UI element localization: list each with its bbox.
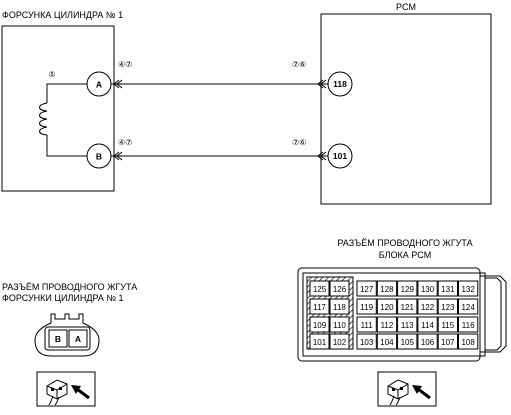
pcm-terminal-126: 126: [333, 285, 347, 294]
pcm-terminal-105: 105: [401, 338, 415, 347]
pcm-terminal-113-cell: [397, 316, 418, 333]
pcm-terminal-108-cell: [458, 333, 479, 350]
pcm-terminal-104-cell: [376, 333, 398, 350]
pcm-terminal-132-cell: [458, 280, 479, 297]
wire-top-right-refs: ⑦⑥: [292, 60, 306, 69]
pcm-terminal-128-cell: [376, 280, 398, 297]
connector-view-icon: [36, 371, 96, 407]
pcm-terminal-103: 103: [360, 338, 374, 347]
pcm-terminal-102-cell: [329, 333, 350, 350]
pcm-terminal-105-cell: [397, 333, 418, 350]
injector-connector-terminal-b: B: [55, 334, 61, 344]
injector-pin-a: A: [96, 80, 102, 90]
pcm-box: [320, 13, 492, 205]
pcm-pin-101: 101: [333, 151, 347, 161]
pcm-terminal-108: 108: [461, 338, 475, 347]
wire-a-118: [111, 79, 328, 89]
pcm-terminal-129: 129: [401, 285, 415, 294]
pcm-terminal-117-cell: [309, 298, 330, 315]
pcm-terminal-128: 128: [380, 285, 394, 294]
injector-title: ФОРСУНКА ЦИЛИНДРА № 1: [2, 10, 123, 20]
pcm-terminal-125: 125: [313, 285, 327, 294]
pcm-terminal-111: 111: [361, 321, 374, 330]
pcm-terminal-132: 132: [461, 285, 475, 294]
pcm-terminal-118-cell: [329, 298, 350, 315]
pcm-terminal-119: 119: [360, 303, 373, 312]
pcm-connector-title-2: БЛОКА PCM: [379, 250, 432, 260]
pcm-terminal-121-cell: [397, 298, 418, 315]
pcm-terminal-107-cell: [437, 333, 459, 350]
pcm-terminal-129-cell: [397, 280, 418, 297]
pcm-terminal-131-cell: [437, 280, 459, 297]
pcm-terminal-120: 120: [380, 303, 394, 312]
injector-connector-terminal-a: A: [75, 334, 81, 344]
wire-bottom-right-refs: ⑦⑥: [292, 138, 306, 147]
pcm-terminal-106: 106: [421, 338, 435, 347]
pcm-terminal-117: 117: [313, 303, 326, 312]
injector-connector-face: [34, 313, 100, 357]
pcm-terminal-115: 115: [441, 321, 454, 330]
pcm-connector-housing: [297, 267, 507, 362]
pcm-terminal-110-cell: [329, 316, 350, 333]
wire-top-left-refs: ④⑦: [118, 60, 132, 69]
pcm-terminal-124: 124: [461, 303, 475, 312]
pcm-terminal-124-cell: [458, 298, 479, 315]
pcm-terminal-112: 112: [381, 321, 394, 330]
pcm-terminal-103-cell: [356, 333, 377, 350]
pcm-terminal-116: 116: [462, 321, 475, 330]
pcm-terminal-130: 130: [421, 285, 435, 294]
pcm-terminal-109-cell: [309, 316, 330, 333]
pcm-terminal-126-cell: [329, 280, 350, 297]
injector-connector-title-2: ФОРСУНКИ ЦИЛИНДРА № 1: [2, 293, 124, 303]
wire-bottom-left-refs: ④⑦: [118, 138, 132, 147]
pcm-terminal-122-cell: [417, 298, 438, 315]
pcm-title: PCM: [396, 2, 416, 12]
wire-b-101: [111, 151, 328, 161]
pcm-terminal-131: 131: [441, 285, 455, 294]
pcm-terminal-118: 118: [333, 303, 346, 312]
pcm-terminal-125-cell: [309, 280, 330, 297]
pcm-terminal-111-cell: [356, 316, 377, 333]
pcm-terminal-122: 122: [421, 303, 435, 312]
pcm-terminal-123-cell: [437, 298, 459, 315]
coil-ref-label: ⑤: [48, 70, 55, 79]
pcm-terminal-112-cell: [376, 316, 398, 333]
pcm-terminal-101-cell: [309, 333, 330, 350]
pcm-terminal-114: 114: [421, 321, 434, 330]
pcm-terminal-127: 127: [360, 285, 374, 294]
injector-box: [1, 25, 115, 192]
pcm-terminal-106-cell: [417, 333, 438, 350]
pcm-terminal-114-cell: [417, 316, 438, 333]
injector-pin-b: B: [96, 152, 102, 162]
injector-connector-title-1: РАЗЪЁМ ПРОВОДНОГО ЖГУТА: [2, 282, 137, 292]
pcm-terminal-127-cell: [356, 280, 377, 297]
pcm-terminal-120-cell: [376, 298, 398, 315]
pcm-terminal-104: 104: [380, 338, 394, 347]
pcm-connector-title-1: РАЗЪЁМ ПРОВОДНОГО ЖГУТА: [337, 238, 472, 248]
pcm-terminal-119-cell: [356, 298, 377, 315]
pcm-terminal-107: 107: [441, 338, 455, 347]
pcm-terminal-123: 123: [441, 303, 455, 312]
pcm-pin-118: 118: [333, 79, 347, 89]
pcm-terminal-101: 101: [313, 338, 327, 347]
pcm-terminal-116-cell: [458, 316, 479, 333]
pcm-terminal-113: 113: [401, 321, 414, 330]
pcm-terminal-110: 110: [333, 321, 346, 330]
pcm-terminal-109: 109: [313, 321, 327, 330]
coil-icon: [39, 83, 87, 157]
pcm-terminal-130-cell: [417, 280, 438, 297]
pcm-connector-view-icon: [377, 371, 437, 407]
pcm-terminal-121: 121: [401, 303, 415, 312]
pcm-connector-terminal-grid: 125 126 117 118 109 110 101 102 127 128 129 130 131 1…: [309, 280, 479, 350]
pcm-terminal-102: 102: [333, 338, 347, 347]
pcm-terminal-115-cell: [437, 316, 459, 333]
